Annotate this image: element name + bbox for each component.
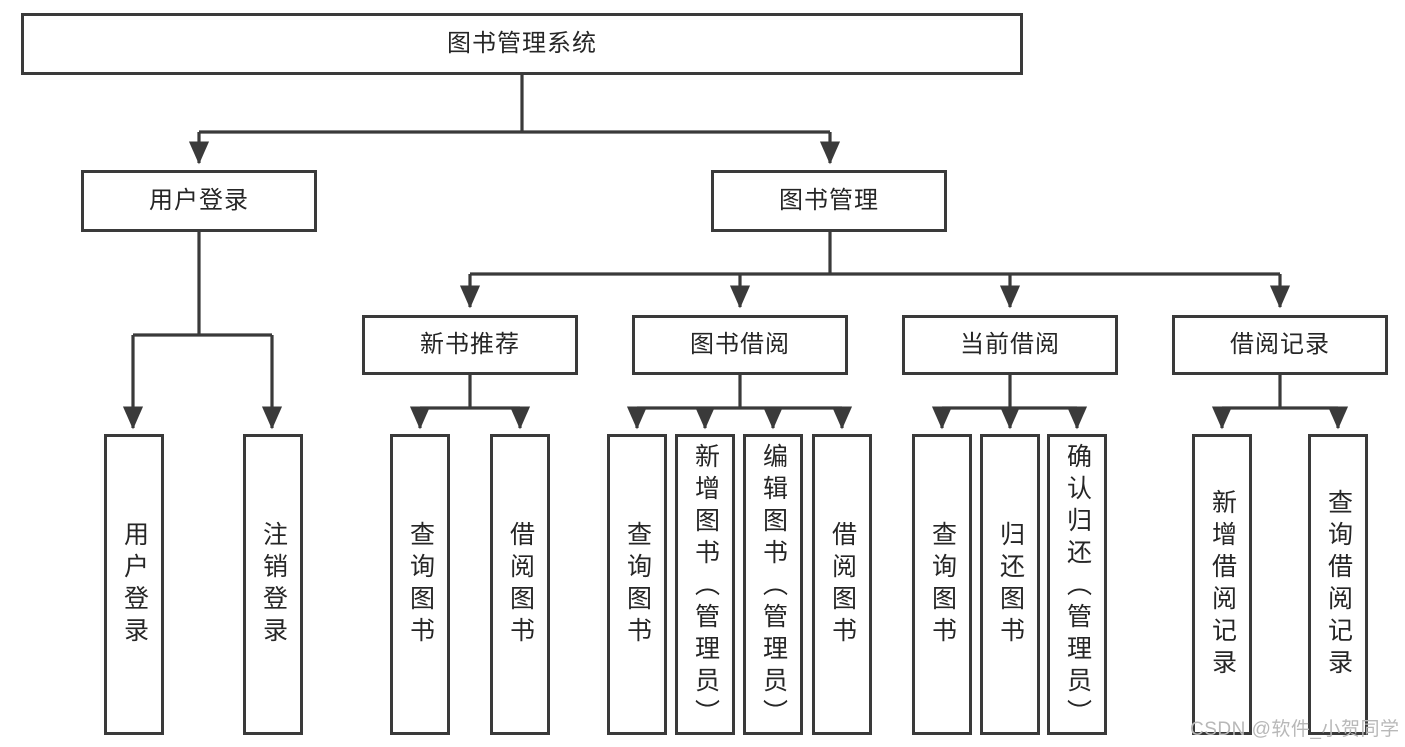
leaf-user-login-signout[interactable]: 注销登录 bbox=[243, 434, 303, 735]
node-current-borrow[interactable]: 当前借阅 bbox=[902, 315, 1118, 375]
leaf-current-borrow-confirm-return[interactable]: 确认归还（管理员） bbox=[1047, 434, 1107, 735]
leaf-new-book-borrow[interactable]: 借阅图书 bbox=[490, 434, 550, 735]
csdn-watermark: CSDN @软件_小贺同学 bbox=[1190, 719, 1400, 740]
leaf-borrow-record-query[interactable]: 查询借阅记录 bbox=[1308, 434, 1368, 735]
leaf-user-login-signin[interactable]: 用户登录 bbox=[104, 434, 164, 735]
leaf-new-book-query[interactable]: 查询图书 bbox=[390, 434, 450, 735]
leaf-book-borrow-edit[interactable]: 编辑图书（管理员） bbox=[743, 434, 803, 735]
leaf-book-borrow-add[interactable]: 新增图书（管理员） bbox=[675, 434, 735, 735]
node-user-login[interactable]: 用户登录 bbox=[81, 170, 317, 232]
node-root[interactable]: 图书管理系统 bbox=[21, 13, 1023, 75]
leaf-current-borrow-return[interactable]: 归还图书 bbox=[980, 434, 1040, 735]
leaf-book-borrow-borrow[interactable]: 借阅图书 bbox=[812, 434, 872, 735]
node-book-borrow[interactable]: 图书借阅 bbox=[632, 315, 848, 375]
node-book-management[interactable]: 图书管理 bbox=[711, 170, 947, 232]
node-new-book-recommend[interactable]: 新书推荐 bbox=[362, 315, 578, 375]
node-borrow-record[interactable]: 借阅记录 bbox=[1172, 315, 1388, 375]
leaf-borrow-record-add[interactable]: 新增借阅记录 bbox=[1192, 434, 1252, 735]
leaf-book-borrow-query[interactable]: 查询图书 bbox=[607, 434, 667, 735]
leaf-current-borrow-query[interactable]: 查询图书 bbox=[912, 434, 972, 735]
